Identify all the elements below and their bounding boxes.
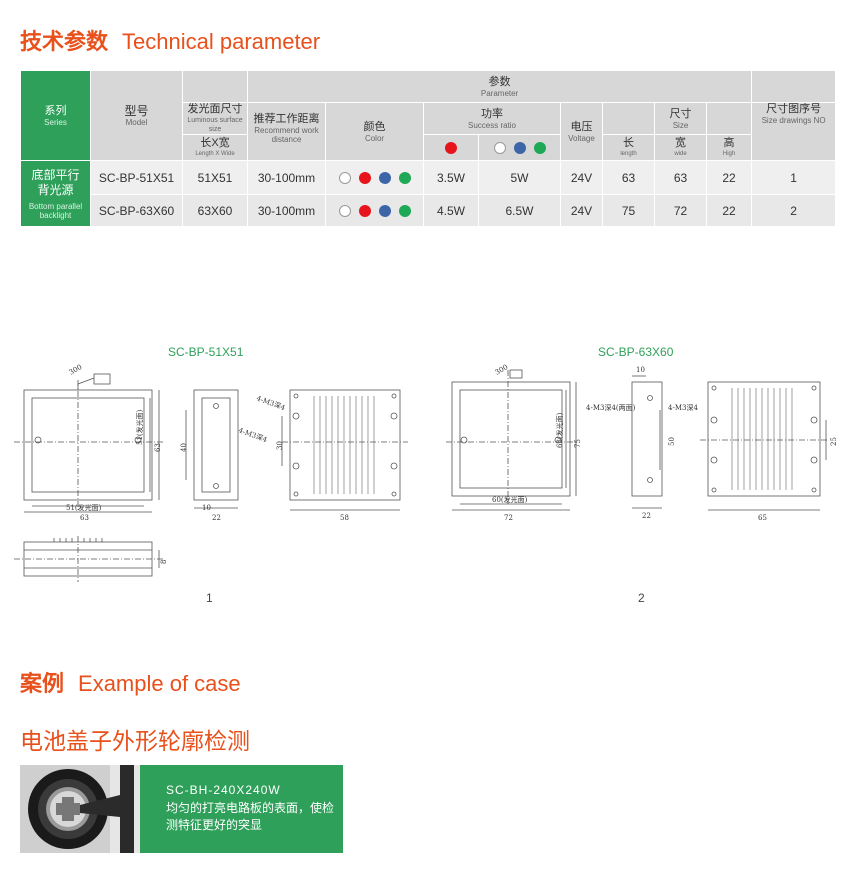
section-title-zh: 技术参数 (20, 30, 109, 55)
table-row: SC-BP-63X60 63X60 30-100mm 4.5W 6.5W 24V… (21, 194, 837, 227)
dim-50: 50 (668, 437, 676, 446)
cell-drawing: 2 (751, 194, 837, 227)
red-dot-icon (358, 172, 371, 185)
blue-dot-icon (378, 205, 391, 218)
case-title: 电池盖子外形轮廓检测 (20, 729, 250, 755)
blue-dot-icon (378, 172, 391, 185)
dim-58: 58 (340, 514, 349, 522)
power-red-header (423, 134, 479, 161)
drawing-2: 300 60(发光面) 72 63(发光面) 75 10 4-M3深4(两面) … (446, 363, 838, 522)
green-dot-icon (533, 142, 546, 155)
cell-high: 22 (705, 160, 753, 195)
section-title-technical: 技术参数 Technical parameter (20, 24, 320, 56)
case-image (20, 765, 140, 853)
dim-side-surface: 63(发光面) (555, 412, 564, 448)
cell-distance: 30-100mm (247, 194, 326, 227)
cell-wide: 72 (654, 194, 707, 227)
cell-power-red: 3.5W (423, 160, 479, 195)
dim-side-total: 75 (574, 439, 582, 448)
section-title-en: Technical parameter (122, 29, 321, 54)
case-description: 均匀的打亮电路板的表面，使检测特征更好的突显 (166, 801, 335, 832)
dim-surface: 51(发光面) (66, 503, 102, 512)
cell-voltage: 24V (560, 194, 603, 227)
drawing-1-label: SC-BP-51X51 (168, 345, 244, 359)
cell-high: 22 (705, 194, 753, 227)
dim-side-total: 63 (154, 443, 162, 452)
power-other-header (478, 134, 561, 161)
dim-65: 65 (758, 514, 767, 522)
blue-dot-icon (513, 142, 526, 155)
case-model: SC-BH-240X240W (166, 783, 281, 797)
dim-hole-2: 4-M3深4 (255, 393, 287, 412)
cell-wide: 63 (654, 160, 707, 195)
drawing-2-number: 2 (638, 591, 645, 605)
case-card: SC-BH-240X240W 均匀的打亮电路板的表面，使检测特征更好的突显 (20, 765, 343, 853)
case-description-panel: SC-BH-240X240W 均匀的打亮电路板的表面，使检测特征更好的突显 (140, 765, 343, 853)
dim-25: 25 (830, 437, 838, 446)
dim-surface: 60(发光面) (492, 495, 528, 504)
white-dot-icon (493, 142, 506, 155)
dim-22: 22 (642, 512, 651, 520)
row-series: 底部平行背光源 Bottom parallel backlight (20, 160, 91, 227)
cell-model: SC-BP-63X60 (90, 194, 183, 227)
drawing-1-number: 1 (206, 591, 213, 605)
dim-22: 22 (212, 514, 221, 522)
green-dot-icon (398, 172, 411, 185)
section-case-zh: 案例 (20, 672, 65, 697)
cell-drawing: 1 (751, 160, 837, 195)
red-dot-icon (358, 205, 371, 218)
green-dot-icon (398, 205, 411, 218)
table-row: 底部平行背光源 Bottom parallel backlight SC-BP-… (20, 160, 837, 227)
dim-total: 72 (504, 514, 513, 522)
cell-voltage: 24V (560, 160, 603, 195)
section-case-en: Example of case (78, 671, 241, 696)
white-dot-icon (338, 172, 351, 185)
drawing-2-label: SC-BP-63X60 (598, 345, 674, 359)
drawing-1: 300 51(发光面) 63 51(发光面) 63 40 10 22 4-M3深… (14, 363, 408, 582)
white-dot-icon (338, 205, 351, 218)
cell-power-red: 4.5W (423, 194, 479, 227)
cell-model: SC-BP-51X51 (90, 160, 183, 195)
battery-cover-photo (20, 765, 140, 853)
cell-colors (325, 194, 424, 227)
dim-hole-2: 4-M3深4 (668, 403, 698, 412)
section-title-case: 案例 Example of case (20, 666, 241, 698)
dim-side-surface: 51(发光面) (135, 409, 144, 445)
dim-8: 8 (160, 560, 168, 564)
dim-40: 40 (180, 443, 188, 452)
cell-surface: 63X60 (182, 194, 248, 227)
cell-colors (325, 160, 424, 195)
cell-length: 75 (602, 194, 655, 227)
red-dot-icon (445, 142, 457, 155)
cell-surface: 51X51 (182, 160, 248, 195)
dim-10: 10 (636, 366, 645, 374)
dim-cable: 300 (68, 363, 84, 377)
dim-cable: 300 (494, 363, 510, 377)
dim-hole-1: 4-M3深4(两面) (586, 403, 636, 412)
cell-power-other: 5W (478, 160, 561, 195)
dim-30: 30 (276, 441, 284, 450)
cell-length: 63 (602, 160, 655, 195)
dim-total: 63 (80, 514, 89, 522)
dim-10: 10 (202, 504, 211, 512)
cell-distance: 30-100mm (247, 160, 326, 195)
cell-power-other: 6.5W (478, 194, 561, 227)
dim-hole-1: 4-M3深4 (237, 425, 269, 444)
